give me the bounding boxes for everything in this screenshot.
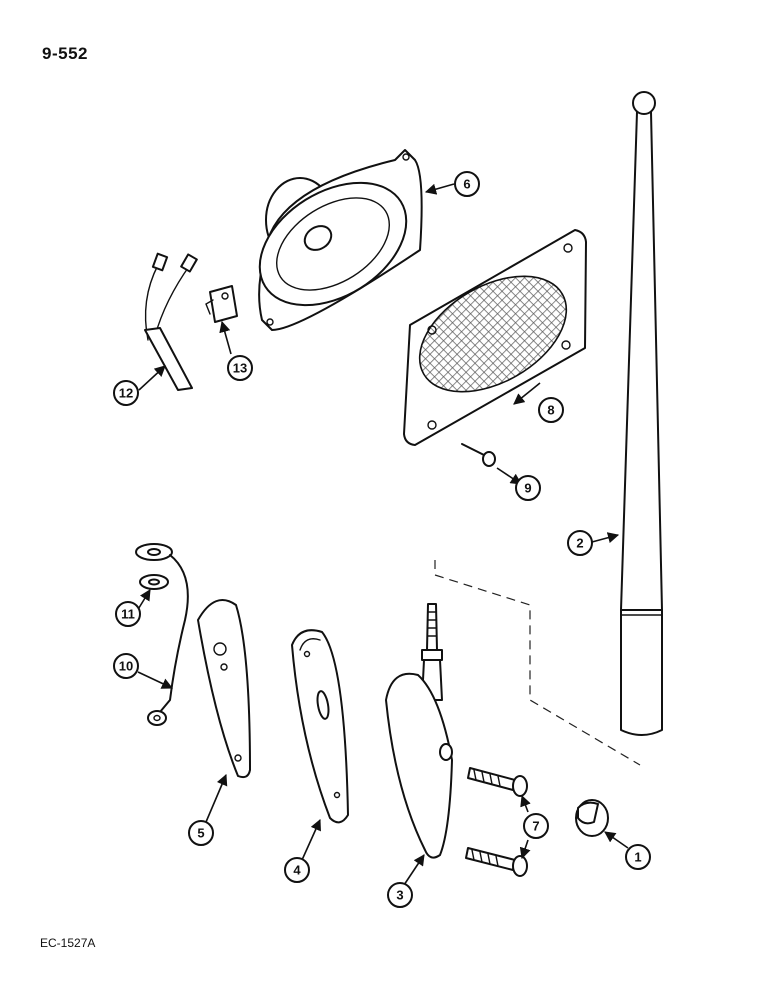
svg-text:9: 9 [524,481,531,496]
callout-4: 4 [284,857,310,883]
callout-7: 7 [523,813,549,839]
svg-text:5: 5 [197,826,204,841]
callout-12: 12 [113,380,139,406]
callout-6: 6 [454,171,480,197]
svg-text:1: 1 [634,850,641,865]
callout-9: 9 [515,475,541,501]
svg-text:7: 7 [532,819,539,834]
speaker-grille-illustration [403,229,587,446]
svg-text:11: 11 [121,607,135,622]
svg-text:8: 8 [547,403,554,418]
callout-5: 5 [188,820,214,846]
antenna-base-illustration [385,603,453,859]
svg-text:10: 10 [119,659,133,674]
drawing-code: EC-1527A [40,936,96,950]
callout-8: 8 [538,397,564,423]
callout-1: 1 [625,844,651,870]
svg-text:6: 6 [463,177,470,192]
mounting-plate-illustration [197,599,251,779]
callout-11: 11 [115,601,141,627]
callout-13: 13 [227,355,253,381]
svg-text:12: 12 [119,386,133,401]
page-number: 9-552 [42,44,88,63]
ground-wire-illustration [147,554,189,726]
screw-9-illustration [461,443,496,467]
speaker-illustration [258,149,423,331]
clip-illustration [205,285,238,323]
antenna-mast-illustration [620,91,663,736]
speaker-harness-illustration [144,252,198,391]
callout-3: 3 [387,882,413,908]
svg-text:3: 3 [396,888,403,903]
assembly-line [434,560,641,766]
gasket-illustration [291,629,349,824]
leader-lines [136,183,629,886]
svg-text:13: 13 [233,361,247,376]
cap-illustration [575,799,609,837]
screw-7-illustration [465,767,528,877]
callout-2: 2 [567,530,593,556]
svg-text:2: 2 [576,536,583,551]
washer-illustration [135,543,173,590]
svg-text:4: 4 [293,863,301,878]
callout-10: 10 [113,653,139,679]
